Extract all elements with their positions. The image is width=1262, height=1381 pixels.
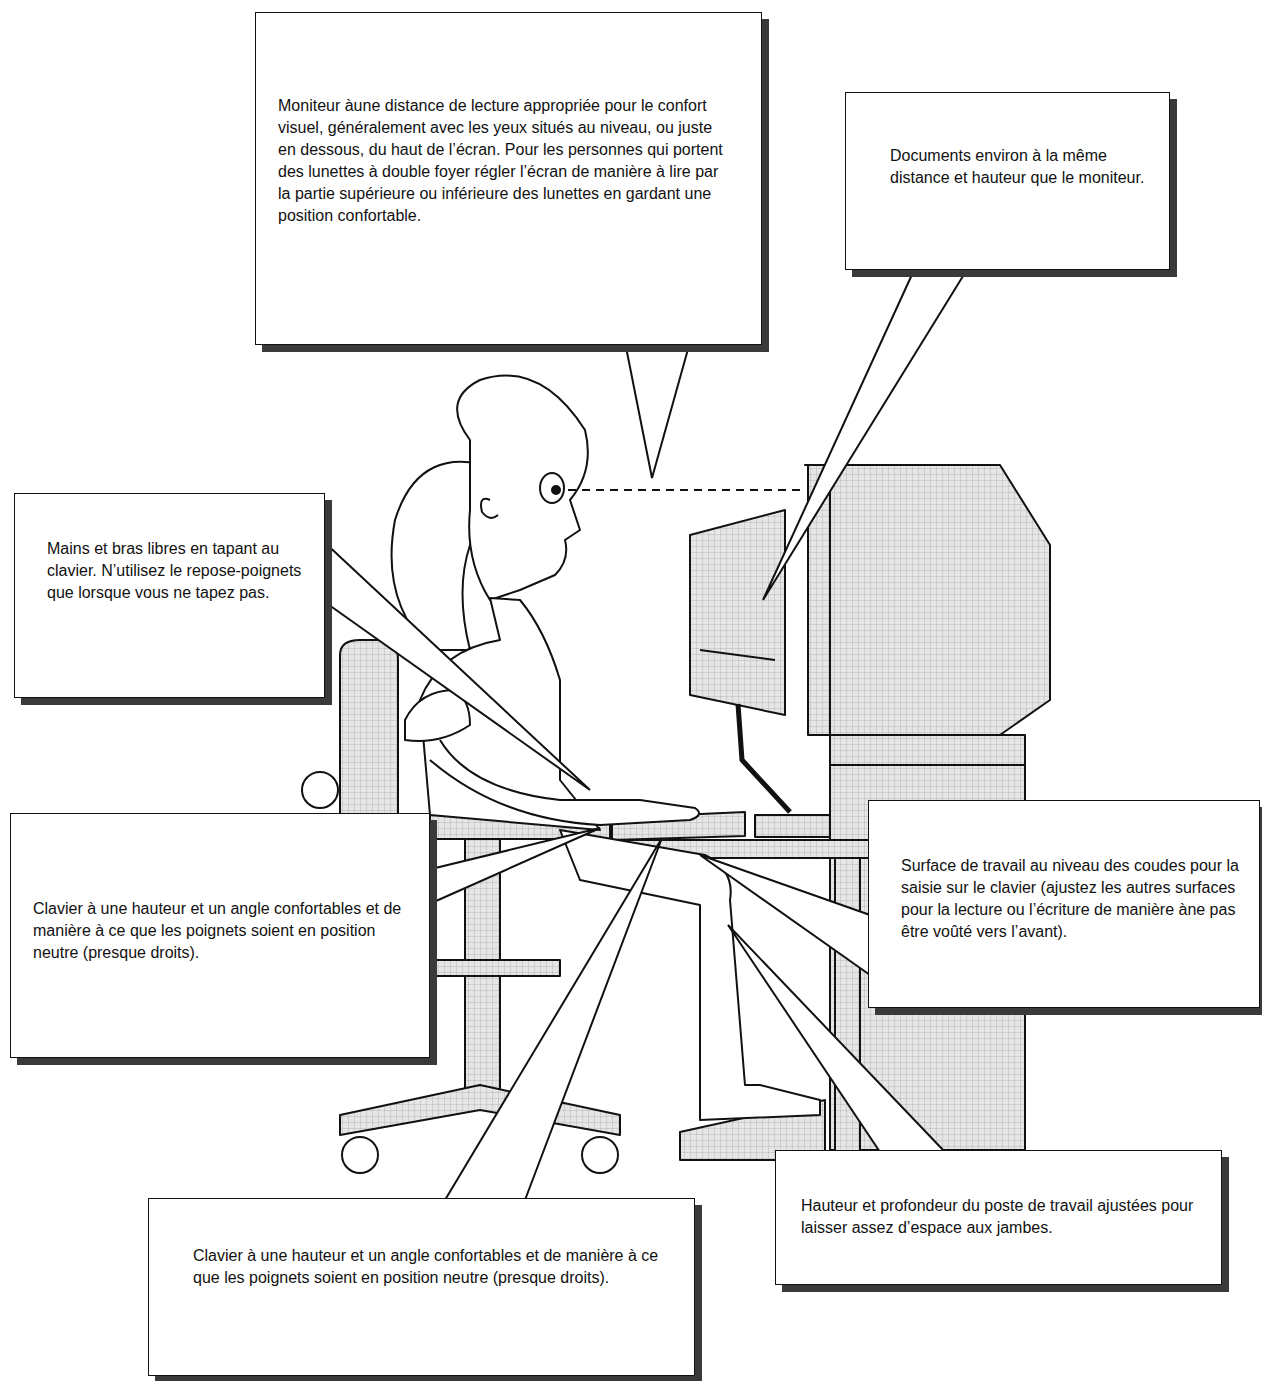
callout-text: Mains et bras libres en tapant au clavie… (47, 538, 302, 604)
callout-text: Moniteur àune distance de lecture approp… (278, 95, 731, 227)
callout-box: Clavier à une hauteur et un angle confor… (148, 1198, 695, 1376)
callout-box: Surface de travail au niveau des coudes … (868, 800, 1260, 1008)
callout-text: Documents environ à la même distance et … (890, 145, 1145, 189)
callout-text: Surface de travail au niveau des coudes … (901, 855, 1245, 943)
callout-box: Mains et bras libres en tapant au clavie… (14, 493, 325, 698)
callout-text: Hauteur et profondeur du poste de travai… (801, 1195, 1207, 1239)
callout-box: Documents environ à la même distance et … (845, 92, 1170, 270)
callout-box: Moniteur àune distance de lecture approp… (255, 12, 762, 345)
callout-box: Clavier à une hauteur et un angle confor… (10, 813, 430, 1058)
callout-text: Clavier à une hauteur et un angle confor… (33, 898, 413, 964)
callout-box: Hauteur et profondeur du poste de travai… (775, 1150, 1222, 1285)
callout-text: Clavier à une hauteur et un angle confor… (193, 1245, 664, 1289)
